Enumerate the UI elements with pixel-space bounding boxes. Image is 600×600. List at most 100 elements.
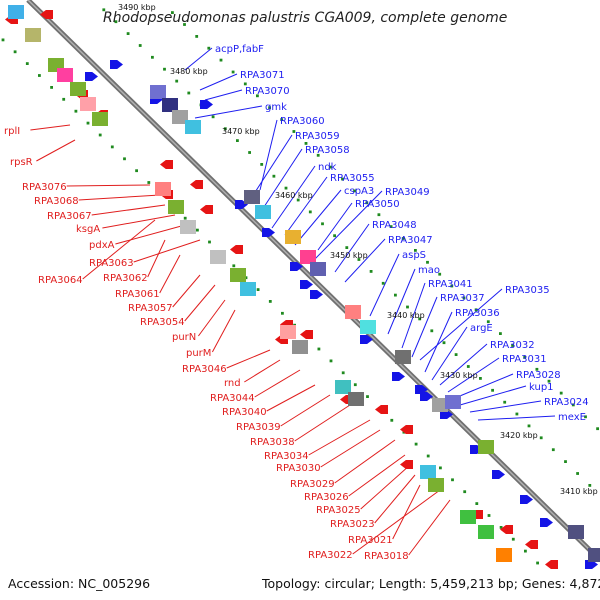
right-leader-line	[411, 296, 438, 358]
gene-feature-block	[162, 98, 178, 112]
left-leader-line	[244, 359, 281, 383]
forward-gene-arrow	[300, 280, 313, 289]
scale-tick	[138, 44, 142, 47]
gene-feature-block	[496, 548, 512, 562]
scale-tick	[260, 163, 264, 166]
gene-label-right: RPA3032	[490, 340, 535, 351]
scale-tick	[333, 234, 336, 238]
scale-tick	[110, 145, 114, 149]
gene-feature-block	[445, 395, 461, 409]
left-leader-line	[91, 204, 166, 216]
left-leader-line	[66, 184, 151, 187]
reverse-gene-arrow	[160, 160, 173, 169]
scale-tick	[381, 281, 385, 285]
gene-label-right: mao	[418, 265, 440, 276]
gene-label-right: RPA3049	[385, 187, 430, 198]
gene-label-right: RPA3035	[505, 285, 550, 296]
scale-tick	[389, 225, 393, 228]
genome-summary: Topology: circular; Length: 5,459,213 bp…	[261, 576, 600, 591]
right-leader-line	[439, 343, 488, 386]
forward-gene-arrow	[360, 335, 373, 344]
scale-tick	[547, 379, 551, 383]
gene-label-left: rnd	[224, 378, 241, 389]
scale-tick	[571, 403, 575, 407]
scale-tick	[219, 58, 223, 62]
left-leader-line	[226, 349, 271, 369]
scale-tick	[114, 20, 118, 24]
scale-tick	[475, 502, 479, 505]
scale-tick	[38, 74, 41, 77]
forward-gene-arrow	[262, 228, 275, 237]
scale-tick	[524, 549, 527, 553]
gene-feature-block	[292, 340, 308, 354]
scale-tick	[345, 246, 349, 249]
gene-label-left: RPA3022	[308, 550, 353, 561]
scale-tick	[126, 32, 130, 35]
right-leader-line	[344, 238, 386, 283]
scale-tick	[163, 67, 166, 71]
gene-feature-block	[395, 350, 411, 364]
scale-tick	[281, 311, 284, 315]
gene-feature-block	[172, 110, 188, 124]
scale-tick	[243, 82, 247, 86]
left-leader-line	[147, 239, 166, 278]
scale-tick	[511, 344, 514, 347]
scale-tick	[499, 332, 502, 335]
scale-tick	[462, 296, 466, 300]
scale-kbp-label: 3480 kbp	[170, 67, 208, 76]
gene-label-right: RPA3058	[305, 145, 350, 156]
gene-label-right: RPA3060	[280, 116, 325, 127]
right-leader-line	[401, 282, 426, 349]
gene-feature-block	[240, 282, 256, 296]
gene-label-right: RPA3055	[330, 173, 375, 184]
right-leader-line	[199, 73, 238, 91]
left-leader-line	[115, 224, 186, 245]
gene-label-left: RPA3046	[182, 364, 227, 375]
scale-tick	[268, 300, 272, 303]
scale-tick	[466, 365, 470, 368]
forward-gene-arrow	[392, 372, 405, 381]
gene-feature-block	[588, 548, 600, 562]
gene-feature-block	[568, 525, 584, 539]
gene-label-left: RPA3039	[236, 422, 281, 433]
scale-tick	[102, 8, 106, 12]
scale-tick	[341, 177, 344, 181]
forward-gene-arrow	[440, 410, 453, 419]
right-leader-line	[249, 134, 293, 201]
left-leader-line	[159, 254, 181, 294]
gene-label-right: cspA3	[344, 186, 374, 197]
scale-tick	[147, 181, 151, 184]
scale-tick	[450, 284, 454, 288]
scale-tick	[175, 79, 179, 83]
left-leader-line	[352, 489, 441, 555]
gene-label-left: RPA3021	[348, 535, 393, 546]
left-leader-line	[374, 474, 416, 524]
scale-tick	[438, 272, 442, 276]
left-leader-line	[280, 394, 331, 427]
scale-tick	[207, 46, 211, 50]
gene-label-right: kup1	[529, 382, 554, 393]
right-leader-line	[424, 311, 453, 373]
gene-feature-block	[70, 82, 86, 96]
gene-feature-block	[92, 112, 108, 126]
gene-label-left: RPA3023	[330, 519, 375, 530]
scale-tick	[195, 35, 199, 38]
scale-tick	[576, 472, 579, 475]
gene-label-left: RPA3076	[22, 182, 67, 193]
gene-label-left: RPA3062	[103, 273, 148, 284]
forward-gene-arrow	[200, 100, 213, 109]
scale-tick	[13, 50, 17, 54]
scale-tick	[463, 490, 467, 494]
scale-tick	[394, 293, 397, 297]
reverse-gene-arrow	[230, 245, 243, 254]
gene-label-left: RPA3026	[304, 492, 349, 503]
gene-feature-block	[8, 5, 24, 19]
right-leader-line	[469, 400, 542, 413]
gene-feature-block	[360, 320, 376, 334]
left-leader-line	[78, 194, 161, 201]
gene-label-left: pdxA	[89, 240, 115, 251]
scale-tick	[98, 133, 102, 137]
scale-tick	[439, 466, 442, 470]
